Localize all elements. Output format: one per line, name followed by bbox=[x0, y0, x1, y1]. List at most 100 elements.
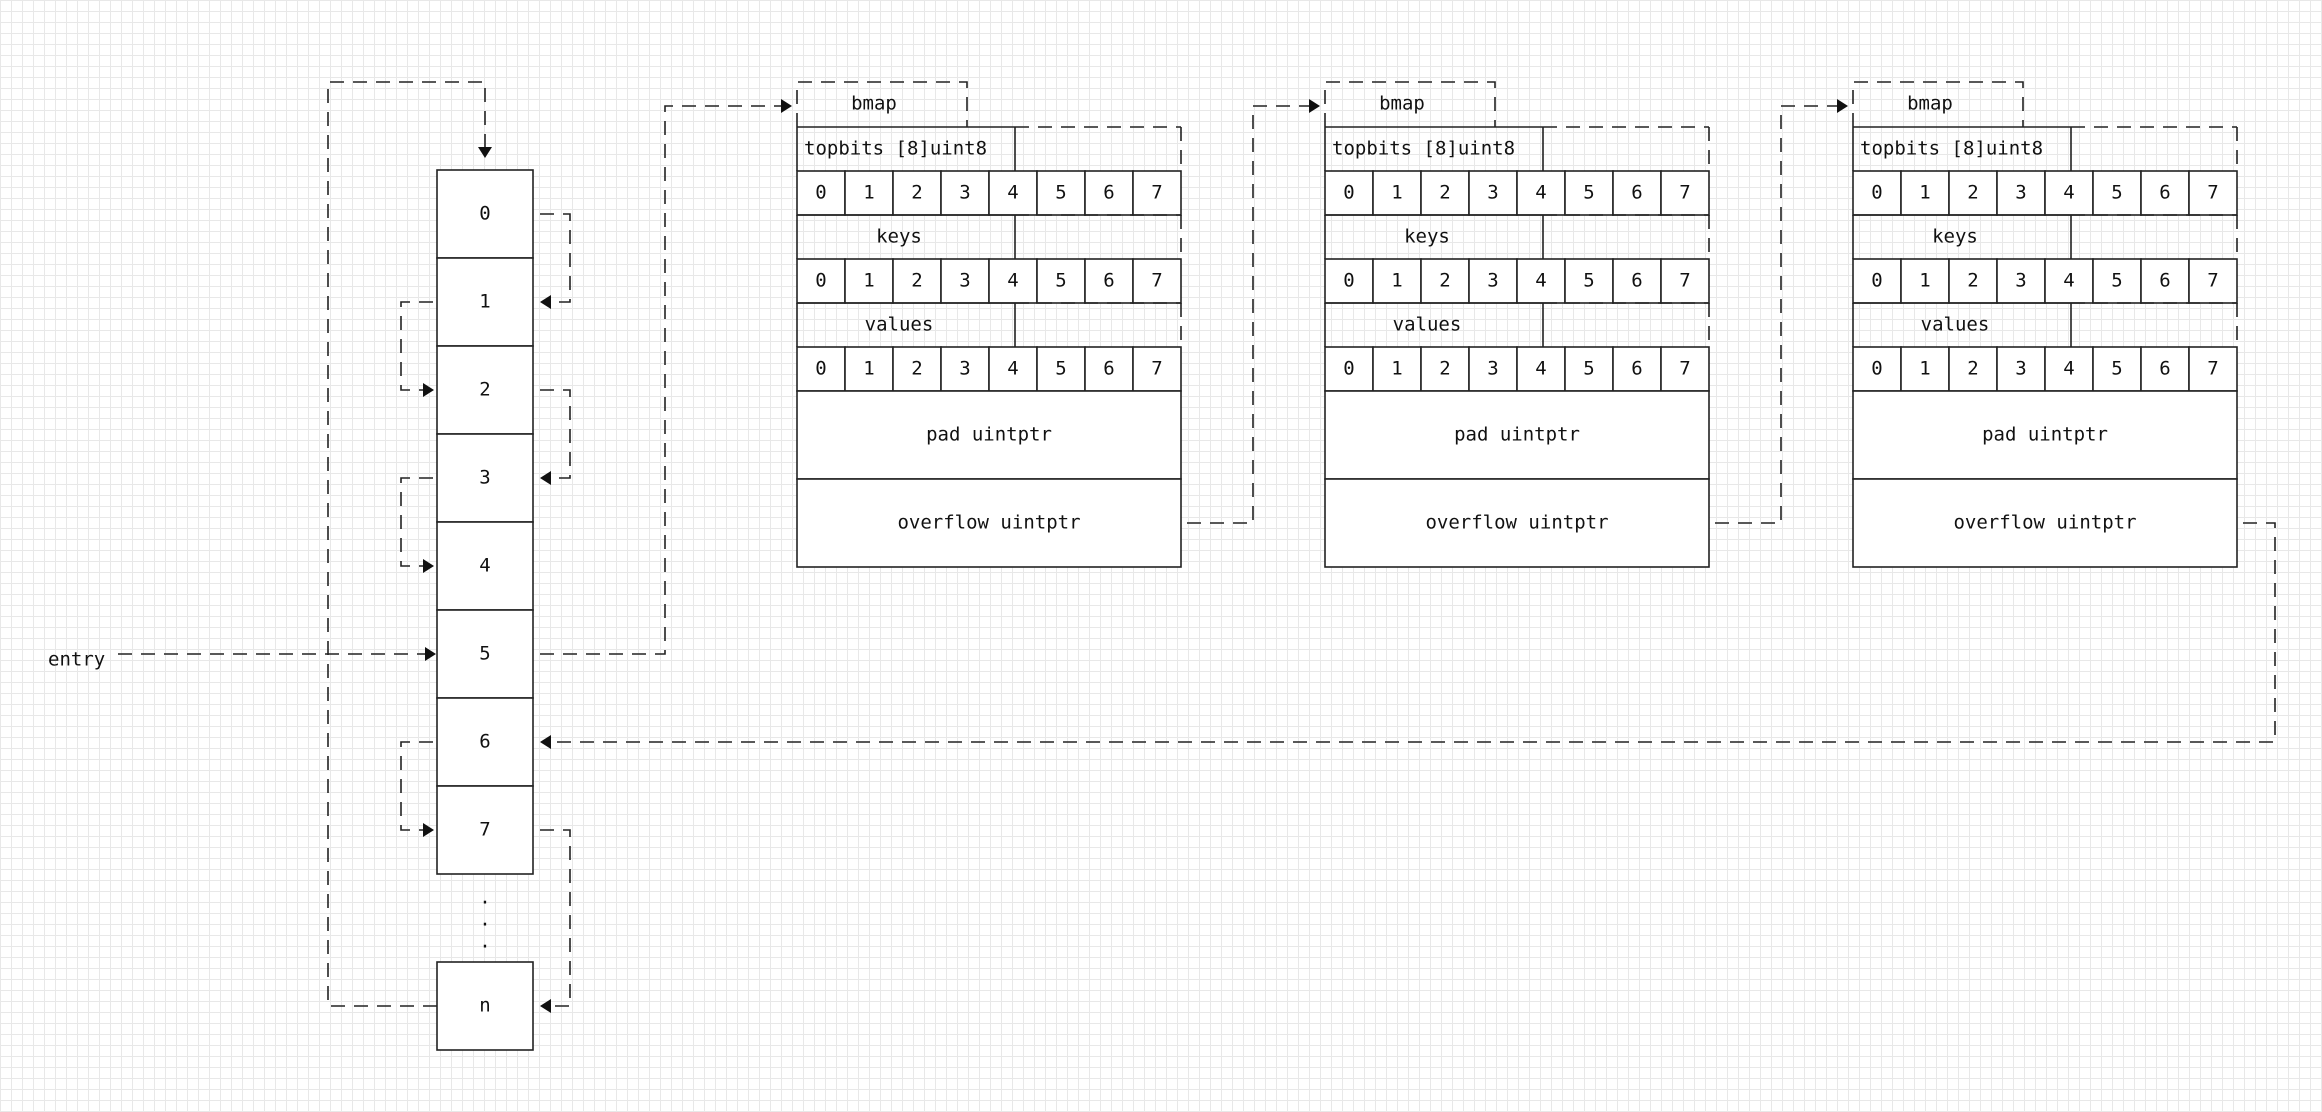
slot-cell: 2 bbox=[892, 346, 942, 392]
keys-label: keys bbox=[876, 226, 922, 248]
slot-label: 0 bbox=[1343, 182, 1354, 204]
arrowhead-icon bbox=[478, 147, 492, 158]
slot-cell: 4 bbox=[1516, 346, 1566, 392]
slot-box bbox=[1372, 170, 1422, 216]
array-cell-label: 6 bbox=[479, 731, 490, 753]
overflow-return-connector bbox=[550, 522, 2276, 743]
slot-cell: 7 bbox=[2188, 170, 2238, 216]
slot-cell: 5 bbox=[1036, 170, 1086, 216]
slot-label: 1 bbox=[1391, 182, 1402, 204]
slot-cell: 3 bbox=[940, 170, 990, 216]
slot-box bbox=[1516, 170, 1566, 216]
bmap-label: bmap bbox=[1379, 93, 1425, 115]
slot-cell: 5 bbox=[2092, 346, 2142, 392]
slot-cell: 4 bbox=[988, 346, 1038, 392]
slot-cell: 5 bbox=[1036, 346, 1086, 392]
bmap-label: bmap bbox=[1907, 93, 1953, 115]
array-cell-label: 4 bbox=[479, 555, 490, 577]
keys-label: keys bbox=[1932, 226, 1978, 248]
slot-cell: 0 bbox=[1324, 346, 1374, 392]
slot-cell: 2 bbox=[1420, 258, 1470, 304]
array-cell: 4 bbox=[436, 521, 534, 611]
slot-label: 4 bbox=[1535, 182, 1546, 204]
pad-label: pad uintptr bbox=[1454, 424, 1580, 446]
slot-cell: 0 bbox=[1852, 258, 1902, 304]
slot-label: 2 bbox=[1439, 358, 1450, 380]
slot-label: 5 bbox=[1055, 270, 1066, 292]
slot-cell: 3 bbox=[940, 346, 990, 392]
slot-box bbox=[2092, 170, 2142, 216]
slot-cell: 6 bbox=[2140, 258, 2190, 304]
slot-label: 5 bbox=[2111, 270, 2122, 292]
slot-cell: 6 bbox=[1084, 170, 1134, 216]
slot-box bbox=[1564, 170, 1614, 216]
slot-cell: 3 bbox=[940, 258, 990, 304]
slot-label: 2 bbox=[911, 182, 922, 204]
slot-box bbox=[2092, 346, 2142, 392]
slot-box bbox=[1660, 258, 1710, 304]
bmap-frame bbox=[1324, 81, 1496, 127]
slot-label: 1 bbox=[1391, 358, 1402, 380]
slot-label: 6 bbox=[1631, 182, 1642, 204]
chain-connector bbox=[540, 389, 571, 479]
slot-label: 5 bbox=[1583, 358, 1594, 380]
array-cell-label: 2 bbox=[479, 379, 490, 401]
slot-cell: 0 bbox=[1324, 170, 1374, 216]
slot-box bbox=[1084, 258, 1134, 304]
slot-cell: 4 bbox=[2044, 346, 2094, 392]
slot-label: 0 bbox=[815, 270, 826, 292]
array-cell-label: 7 bbox=[479, 819, 490, 841]
slot-cell: 1 bbox=[1900, 346, 1950, 392]
slot-label: 1 bbox=[1391, 270, 1402, 292]
slot-cell: 0 bbox=[796, 258, 846, 304]
slot-box bbox=[2188, 258, 2238, 304]
ellipsis-dot: . bbox=[479, 931, 490, 953]
slot-cell: 0 bbox=[1852, 346, 1902, 392]
array-cell-box bbox=[436, 521, 534, 611]
slot-box bbox=[1660, 170, 1710, 216]
slot-cell: 2 bbox=[1420, 170, 1470, 216]
array-cell-box bbox=[436, 257, 534, 347]
slot-cell: 4 bbox=[2044, 258, 2094, 304]
array-cell-box bbox=[436, 169, 534, 259]
chain-connector bbox=[400, 741, 433, 831]
slot-box bbox=[2044, 170, 2094, 216]
slot-label: 6 bbox=[2159, 182, 2170, 204]
slot-cell: 1 bbox=[1372, 258, 1422, 304]
ellipsis-dot: . bbox=[479, 887, 490, 909]
array-cell-box bbox=[436, 609, 534, 699]
slot-cell: 2 bbox=[1948, 258, 1998, 304]
overflow-connector bbox=[1715, 105, 1838, 524]
slot-label: 6 bbox=[2159, 358, 2170, 380]
slot-cell: 5 bbox=[1564, 258, 1614, 304]
slot-label: 3 bbox=[2015, 358, 2026, 380]
bmap-frame bbox=[1852, 81, 2024, 127]
slot-label: 4 bbox=[1535, 358, 1546, 380]
array-cell-label: 1 bbox=[479, 291, 490, 313]
slot-label: 1 bbox=[863, 270, 874, 292]
slot-box bbox=[988, 346, 1038, 392]
slot-label: 3 bbox=[1487, 358, 1498, 380]
slot-label: 3 bbox=[2015, 270, 2026, 292]
overflow-connector bbox=[1187, 105, 1310, 524]
slot-label: 6 bbox=[1631, 270, 1642, 292]
overflow-box bbox=[1852, 478, 2238, 568]
slot-label: 1 bbox=[1919, 358, 1930, 380]
array-cell-n: n bbox=[436, 961, 534, 1051]
slot-label: 3 bbox=[1487, 182, 1498, 204]
bmap-label: bmap bbox=[851, 93, 897, 115]
chain-connector bbox=[540, 829, 571, 1007]
arrowhead-icon bbox=[540, 999, 551, 1013]
slot-cell: 0 bbox=[796, 170, 846, 216]
slot-label: 2 bbox=[1439, 270, 1450, 292]
pad-box bbox=[796, 390, 1182, 480]
slot-label: 4 bbox=[2063, 182, 2074, 204]
array-cell-box bbox=[436, 785, 534, 875]
arrowhead-icon bbox=[423, 383, 434, 397]
array-cell-label: 5 bbox=[479, 643, 490, 665]
slot-cell: 3 bbox=[1468, 170, 1518, 216]
slot-cell: 5 bbox=[2092, 170, 2142, 216]
chain-connector bbox=[540, 213, 571, 303]
slot-label: 2 bbox=[911, 358, 922, 380]
